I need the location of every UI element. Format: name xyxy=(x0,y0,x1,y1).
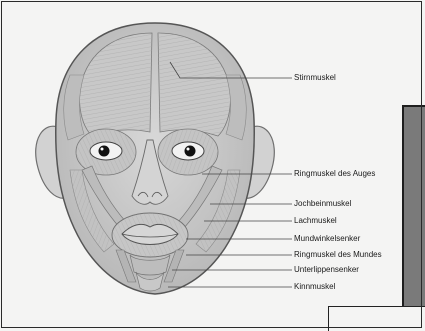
page-frame xyxy=(1,1,422,328)
